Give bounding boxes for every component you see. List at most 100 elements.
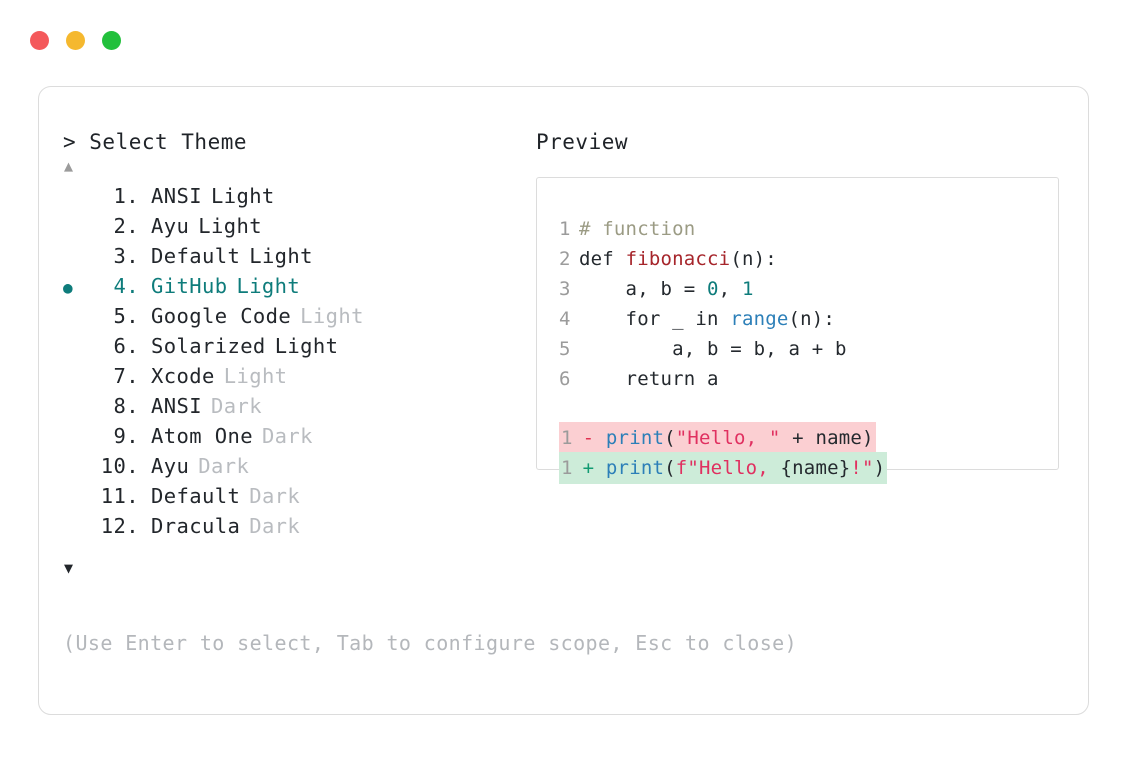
theme-item-name: Solarized	[151, 334, 266, 358]
code-token: (n):	[730, 248, 777, 270]
diff-sign: +	[571, 457, 606, 479]
code-token: + name)	[780, 427, 874, 449]
scroll-up-icon[interactable]: ▲	[64, 157, 74, 175]
theme-item-name: Atom One	[151, 424, 253, 448]
code-token: for _ in	[579, 308, 731, 330]
code-token: {name}	[780, 457, 851, 479]
diff-line-add: 1 + print(f"Hello, {name}!")	[559, 452, 1058, 484]
theme-item-index: 6.	[113, 334, 139, 358]
theme-item-variant: Dark	[249, 484, 301, 508]
line-number: 3	[559, 278, 571, 300]
code-token: print	[605, 457, 665, 479]
keyboard-hint: (Use Enter to select, Tab to configure s…	[63, 631, 798, 655]
theme-list-item[interactable]: 9. Atom One Dark	[63, 421, 533, 451]
code-token: ,	[718, 278, 742, 300]
diff-line-body: 1 - print("Hello, " + name)	[559, 422, 876, 454]
code-token: (	[664, 457, 676, 479]
code-token: a, b =	[579, 278, 708, 300]
theme-item-index: 8.	[113, 394, 139, 418]
selected-bullet-icon: ●	[63, 278, 74, 297]
code-token: )	[873, 457, 886, 479]
theme-item-name: Ayu	[151, 454, 190, 478]
theme-item-index: 1.	[113, 184, 139, 208]
code-token: def	[579, 248, 626, 270]
theme-item-variant: Dark	[261, 424, 313, 448]
code-token: f"Hello,	[675, 457, 781, 479]
code-token: return a	[579, 368, 719, 390]
code-token: a, b = b, a + b	[579, 338, 847, 360]
theme-item-name: ANSI	[151, 184, 202, 208]
diff-block: 1 - print("Hello, " + name)1 + print(f"H…	[559, 422, 1058, 484]
code-token: "Hello, "	[675, 427, 781, 449]
code-token: # function	[579, 218, 696, 240]
theme-list-item[interactable]: 6. Solarized Light	[63, 331, 533, 361]
theme-item-name: Dracula	[151, 514, 241, 538]
theme-item-index: 5.	[113, 304, 139, 328]
theme-item-name: GitHub	[151, 274, 228, 298]
theme-item-variant: Light	[249, 244, 313, 268]
theme-item-variant: Light	[236, 274, 301, 298]
code-line: 5 a, b = b, a + b	[559, 334, 1058, 364]
theme-item-index: 11.	[100, 484, 139, 508]
minimize-button[interactable]	[66, 31, 85, 50]
theme-item-index: 4.	[113, 274, 139, 298]
line-number: 1	[559, 218, 571, 240]
theme-list-item[interactable]: 3. Default Light	[63, 241, 533, 271]
code-token: (n):	[788, 308, 836, 330]
theme-item-variant: Dark	[249, 514, 301, 538]
theme-item-index: 7.	[113, 364, 139, 388]
code-token: !"	[850, 457, 874, 479]
theme-list-item[interactable]: ● 4. GitHub Light	[63, 271, 533, 301]
theme-item-variant: Light	[198, 214, 262, 238]
theme-item-name: Default	[151, 484, 241, 508]
theme-item-variant: Light	[210, 184, 275, 208]
scroll-down-icon[interactable]: ▼	[64, 559, 74, 577]
code-line: 3 a, b = 0, 1	[559, 274, 1058, 304]
code-token: fibonacci	[625, 248, 731, 270]
theme-item-variant: Dark	[198, 454, 250, 478]
line-number: 1	[561, 457, 573, 479]
theme-item-variant: Dark	[210, 394, 262, 418]
theme-item-name: Xcode	[151, 364, 215, 388]
maximize-button[interactable]	[102, 31, 121, 50]
diff-sign: -	[571, 427, 606, 449]
theme-list-item[interactable]: 11. Default Dark	[63, 481, 533, 511]
theme-list-item[interactable]: 1. ANSI Light	[63, 181, 533, 211]
theme-item-name: Default	[151, 244, 241, 268]
line-number: 4	[559, 308, 571, 330]
theme-list-item[interactable]: 10. Ayu Dark	[63, 451, 533, 481]
theme-item-name: ANSI	[151, 394, 202, 418]
close-button[interactable]	[30, 31, 49, 50]
select-theme-prompt: > Select Theme	[63, 130, 248, 154]
window-controls	[30, 31, 121, 50]
theme-item-name: Ayu	[151, 214, 190, 238]
code-token: 1	[741, 278, 754, 300]
theme-list-item[interactable]: 5. Google Code Light	[63, 301, 533, 331]
theme-item-name: Google Code	[151, 304, 292, 328]
code-token: 0	[707, 278, 719, 300]
code-token: range	[730, 308, 789, 330]
line-number: 6	[559, 368, 571, 390]
theme-item-variant: Light	[300, 304, 364, 328]
line-number: 5	[559, 338, 571, 360]
line-number: 2	[559, 248, 571, 270]
code-line: 4 for _ in range(n):	[559, 304, 1058, 334]
theme-list-item[interactable]: 8. ANSI Dark	[63, 391, 533, 421]
theme-list-item[interactable]: 7. Xcode Light	[63, 361, 533, 391]
code-line: 1 # function	[559, 214, 1058, 244]
diff-line-body: 1 + print(f"Hello, {name}!")	[559, 452, 888, 484]
line-number: 1	[561, 427, 573, 449]
theme-item-index: 9.	[113, 424, 139, 448]
theme-item-variant: Light	[223, 364, 288, 388]
code-line: 2 def fibonacci(n):	[559, 244, 1058, 274]
theme-item-variant: Light	[274, 334, 339, 358]
theme-item-index: 10.	[100, 454, 139, 478]
theme-item-index: 3.	[113, 244, 139, 268]
